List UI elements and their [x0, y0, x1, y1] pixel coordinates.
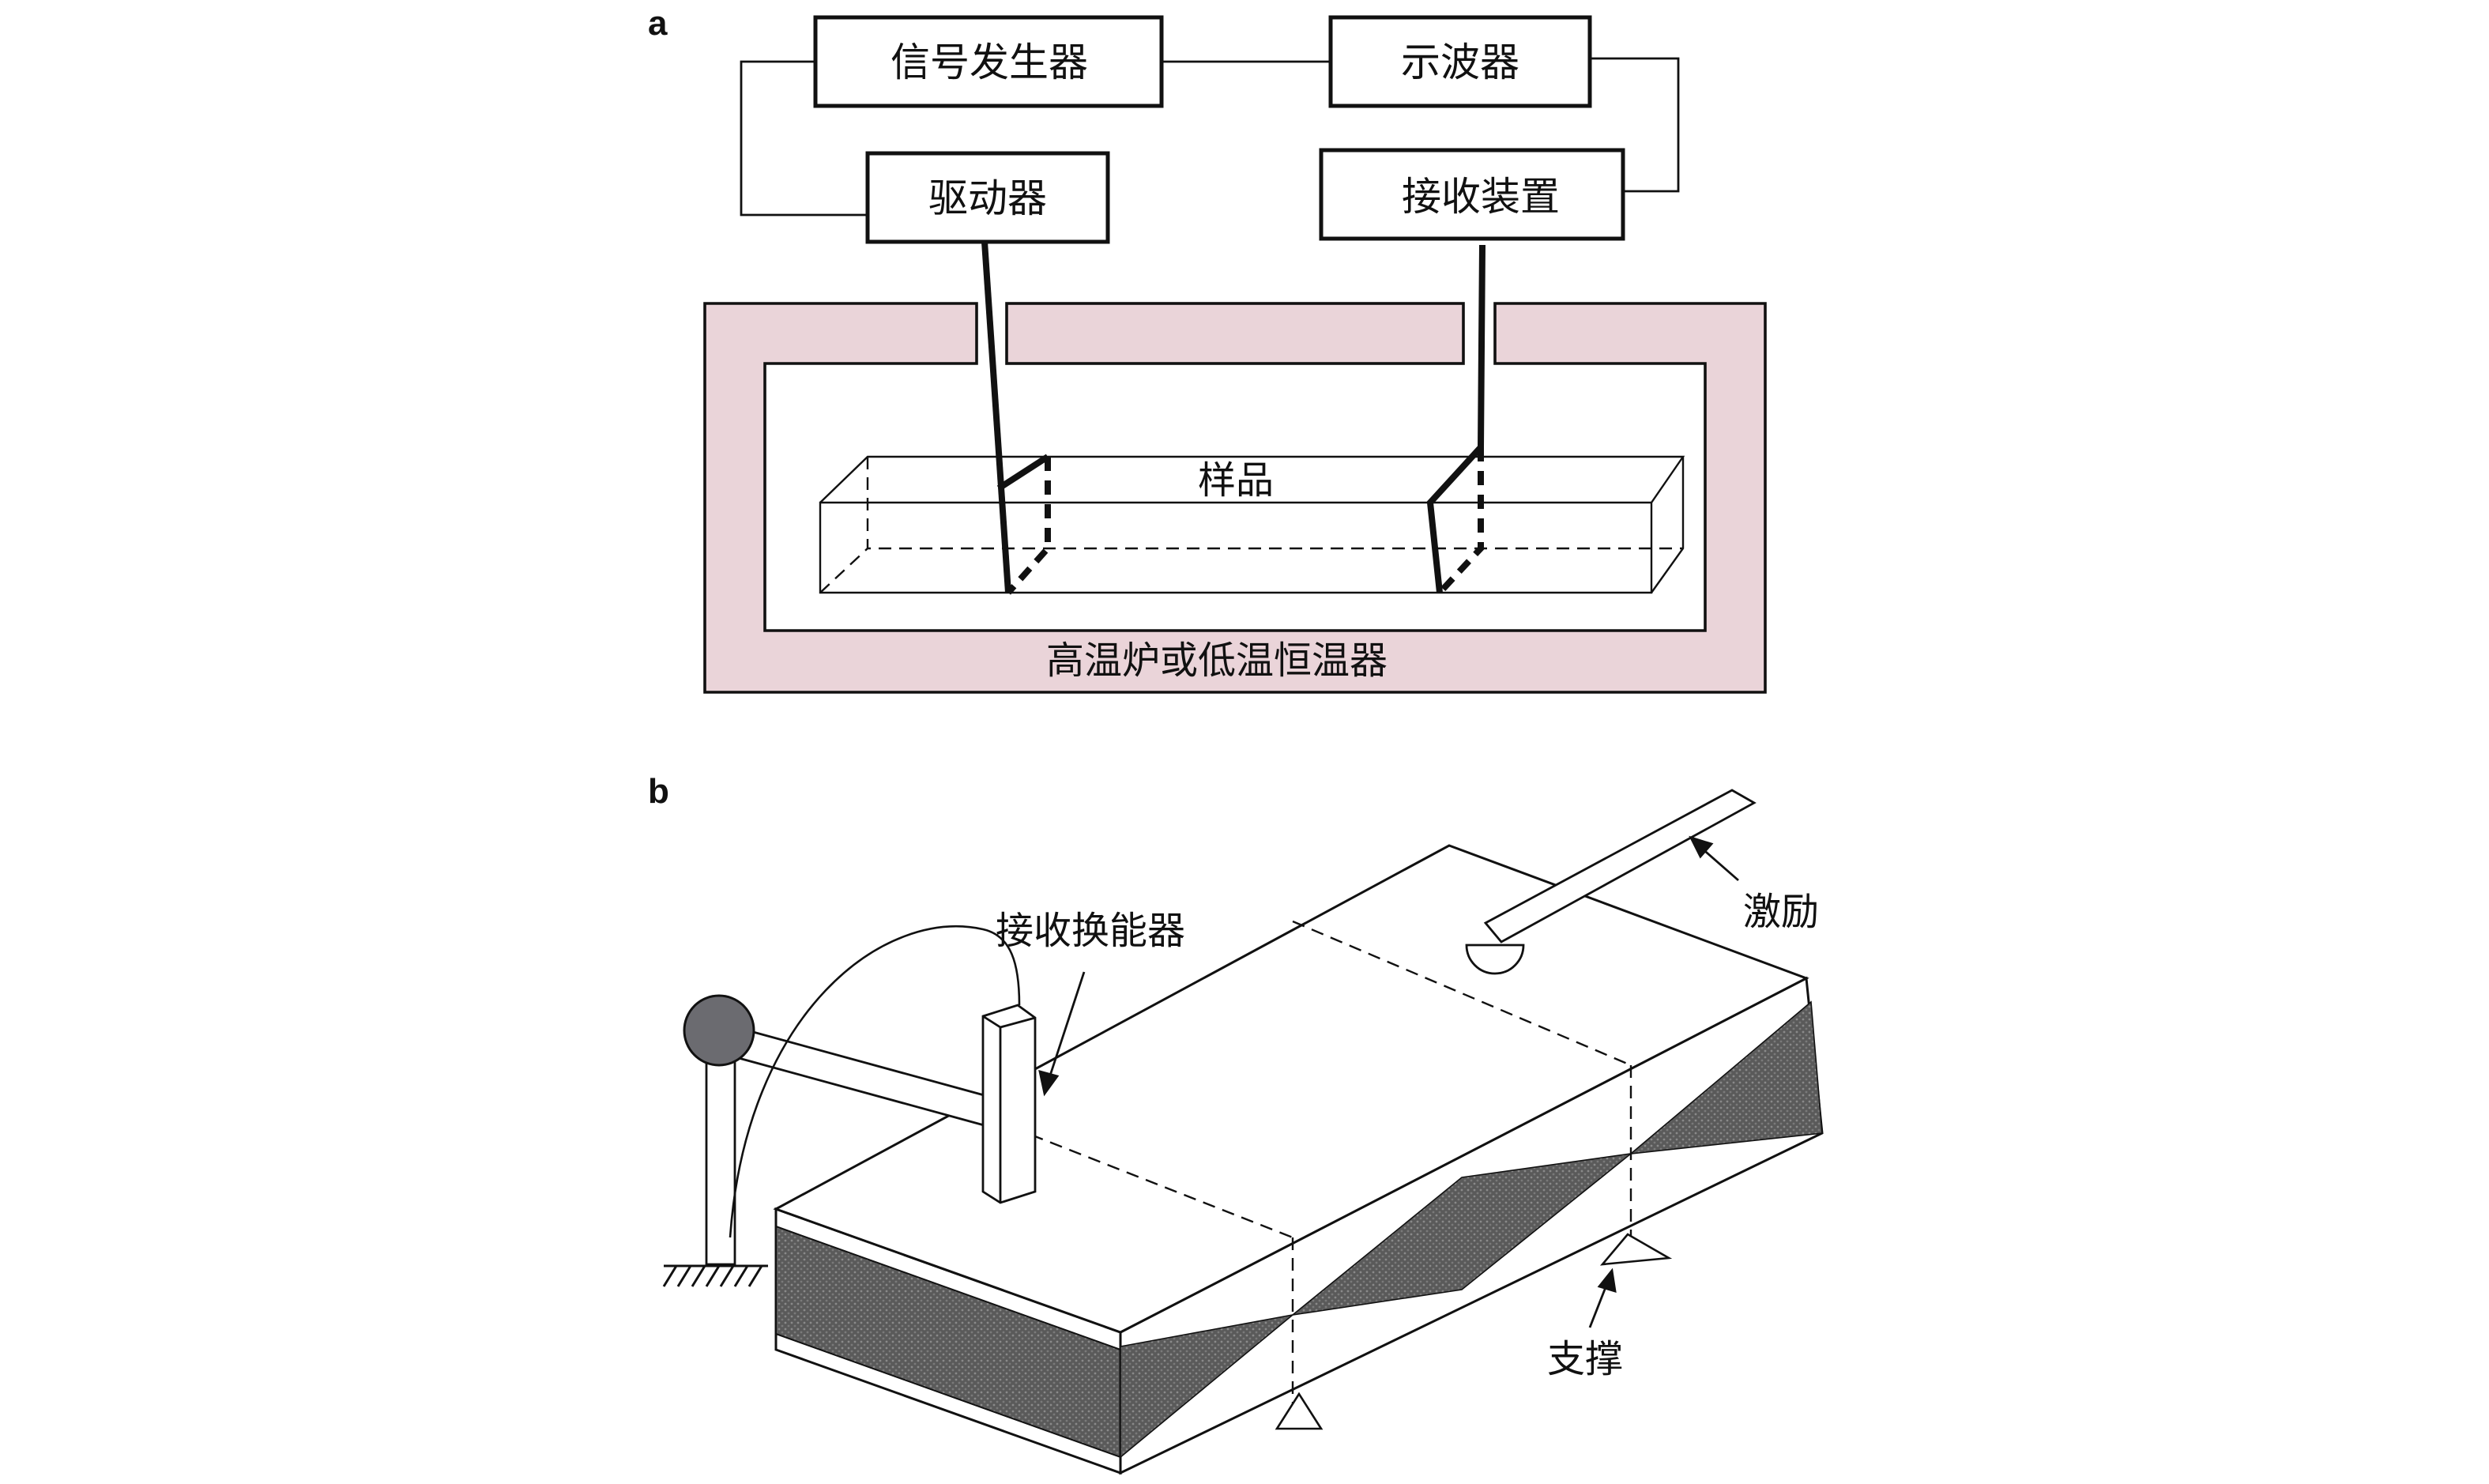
panel-b: b	[648, 772, 1824, 1475]
furnace-label: 高温炉或低温恒温器	[1046, 638, 1388, 683]
support-right	[1599, 1233, 1673, 1266]
panel-a: a 高温炉或低温恒温器 信号发生器 示波器 驱动器 接收装置 样品	[648, 4, 1767, 694]
transducer-arrow	[1038, 971, 1086, 1097]
transducer-column	[981, 1004, 1037, 1204]
transducer-holder	[683, 925, 1037, 1266]
excitation-label: 激励	[1743, 890, 1819, 934]
beam-right-core-left	[1120, 1313, 1295, 1459]
holder-arm	[729, 1024, 997, 1130]
ground-symbol	[662, 1264, 768, 1287]
excitation-arrow	[1689, 835, 1739, 882]
excitation-bar	[1465, 789, 1757, 975]
signal-generator-label: 信号发生器	[891, 40, 1088, 85]
driver-probe	[981, 241, 1051, 595]
beam-right-core-right	[1629, 1000, 1823, 1155]
receiver-label: 接收装置	[1402, 174, 1560, 220]
wire-oscilloscope-receiver	[1590, 57, 1680, 193]
receiver-box	[1319, 148, 1625, 241]
signal-generator-box	[813, 15, 1164, 108]
driver-box	[865, 151, 1110, 244]
support-label: 支撑	[1547, 1337, 1623, 1381]
oscilloscope-label: 示波器	[1401, 40, 1519, 85]
furnace-lid-middle	[1005, 302, 1465, 365]
furnace: 高温炉或低温恒温器	[703, 302, 1767, 694]
panel-a-label: a	[648, 4, 668, 43]
driver-label: 驱动器	[928, 175, 1047, 221]
furnace-wall	[703, 302, 1767, 694]
receiving-transducer-label: 接收换能器	[996, 909, 1185, 953]
wire-generator-driver	[740, 60, 868, 217]
sample-bar	[819, 455, 1685, 594]
pivot-ball	[683, 994, 755, 1067]
support-left	[1275, 1392, 1324, 1430]
panel-b-label: b	[648, 772, 669, 811]
receiver-probe	[1426, 244, 1485, 595]
nodal-lines	[954, 920, 1632, 1418]
sample-label: 样品	[1198, 458, 1274, 503]
support-arrow	[1588, 1267, 1617, 1328]
oscilloscope-box	[1328, 15, 1592, 108]
supports	[1275, 1233, 1673, 1430]
beam-top-face	[773, 844, 1809, 1334]
signal-cable	[729, 925, 1021, 1238]
sandwich-beam	[773, 844, 1824, 1475]
